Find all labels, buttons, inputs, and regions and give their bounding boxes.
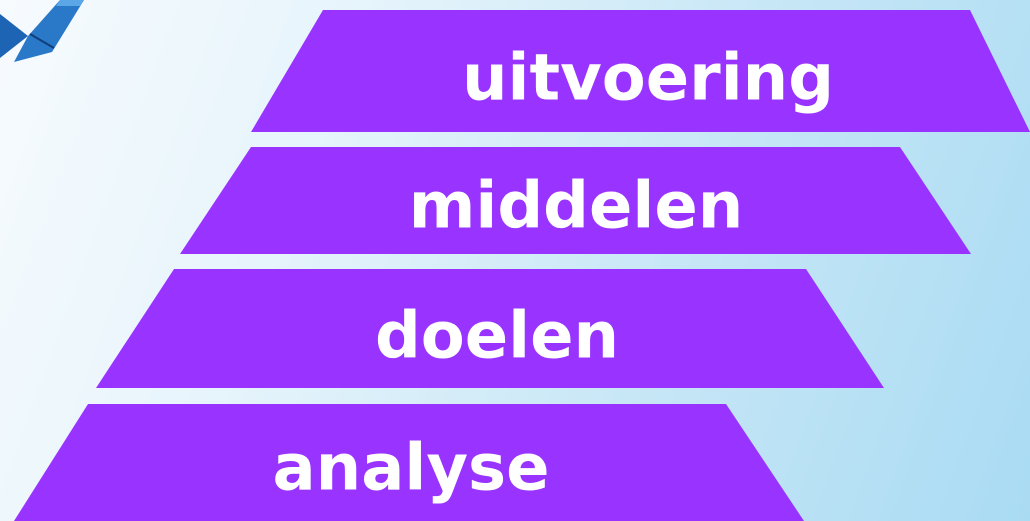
- layer-label-middelen: middelen: [409, 170, 744, 244]
- pyramid-layer-doelen: doelen: [96, 269, 884, 388]
- pyramid-layer-uitvoering: uitvoering: [251, 10, 1030, 132]
- layer-shape-uitvoering: [251, 10, 1030, 132]
- layer-label-doelen: doelen: [375, 300, 619, 374]
- layer-shape-doelen: [96, 269, 884, 388]
- layer-label-analyse: analyse: [272, 432, 549, 506]
- blue-book-icon: [0, 0, 84, 62]
- pyramid-layer-middelen: middelen: [180, 147, 971, 254]
- layer-shape-middelen: [180, 147, 971, 254]
- layer-label-uitvoering: uitvoering: [462, 42, 834, 116]
- layer-shape-analyse: [14, 404, 804, 521]
- pyramid-layer-analyse: analyse: [14, 404, 804, 521]
